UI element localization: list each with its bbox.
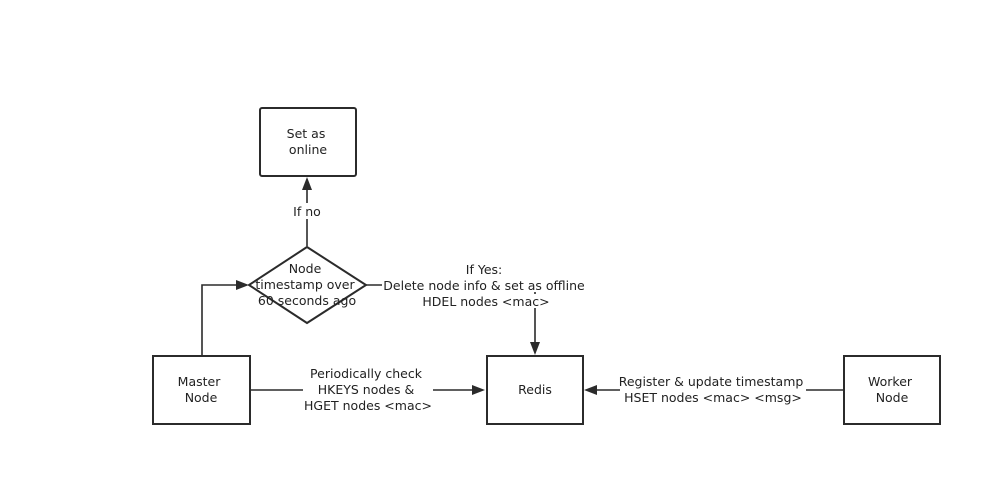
edge-label-register-line-2: HSET nodes <mac> <msg> <box>624 390 802 405</box>
node-decision: Node timestamp over 60 seconds ago <box>247 245 368 325</box>
edge-label-register-text: Register & update timestamp HSET nodes <… <box>619 374 808 405</box>
edge-label-periodic-check-line-2: HKEYS nodes & <box>318 382 415 397</box>
edge-label-register-bg <box>620 374 806 406</box>
node-worker-line-1: Worker <box>868 374 913 389</box>
node-decision-line-2: timestamp over <box>255 277 355 292</box>
edge-master-to-decision-line <box>201 284 236 356</box>
node-set-as-online: Set as online <box>259 107 357 177</box>
edge-label-register-line-1: Register & update timestamp <box>619 374 804 389</box>
node-master-label: Master Node <box>178 374 225 405</box>
edge-label-periodic-check: Periodically check HKEYS nodes & HGET no… <box>303 366 433 414</box>
edge-label-periodic-check-line-3: HGET nodes <mac> <box>304 398 432 413</box>
node-master-line-2: Node <box>185 390 218 405</box>
node-worker: Worker Node <box>843 355 941 425</box>
edge-label-if-no-text: If no <box>293 204 321 219</box>
node-decision-line-3: 60 seconds ago <box>258 293 356 308</box>
edge-label-if-yes-line-2: Delete node info & set as offline <box>383 278 585 293</box>
node-worker-label: Worker Node <box>868 374 916 405</box>
edge-if-yes-arrowhead <box>530 342 540 355</box>
edge-label-if-no-bg <box>288 203 326 219</box>
edge-label-periodic-check-line-1: Periodically check <box>310 366 423 381</box>
node-set-as-online-line-1: Set as <box>287 126 326 141</box>
edge-label-if-yes-text: If Yes: Delete node info & set as offlin… <box>383 262 588 309</box>
node-decision-label: Node timestamp over 60 seconds ago <box>255 261 358 308</box>
node-decision-diamond <box>247 245 368 325</box>
node-worker-box <box>843 355 941 425</box>
node-master-box <box>152 355 251 425</box>
node-master-line-1: Master <box>178 374 222 389</box>
edge-label-periodic-check-text: Periodically check HKEYS nodes & HGET no… <box>304 366 432 413</box>
node-redis-label: Redis <box>518 382 552 397</box>
node-set-as-online-box <box>259 107 357 177</box>
node-redis-line-1: Redis <box>518 382 552 397</box>
node-worker-line-2: Node <box>876 390 909 405</box>
edge-label-if-yes-bg-2 <box>420 294 550 308</box>
node-decision-line-1: Node <box>289 261 322 276</box>
node-redis: Redis <box>486 355 584 425</box>
edge-periodic-check-arrowhead <box>472 385 485 395</box>
edge-label-if-yes: If Yes: Delete node info & set as offlin… <box>382 262 590 309</box>
edge-label-if-yes-bg <box>382 278 590 292</box>
node-redis-box <box>486 355 584 425</box>
edge-label-if-no: If no <box>288 203 326 219</box>
edge-master-to-decision-arrowhead <box>236 280 249 290</box>
edge-label-periodic-check-bg <box>303 366 433 414</box>
node-master: Master Node <box>152 355 251 425</box>
edge-label-register: Register & update timestamp HSET nodes <… <box>619 374 808 406</box>
edge-register-arrowhead <box>584 385 597 395</box>
node-set-as-online-label: Set as online <box>287 126 330 157</box>
edge-label-if-yes-line-3: HDEL nodes <mac> <box>422 294 549 309</box>
node-set-as-online-line-2: online <box>289 142 327 157</box>
edge-master-to-decision <box>201 280 249 356</box>
edge-label-if-yes-line-1: If Yes: <box>466 262 502 277</box>
edge-if-no-arrowhead <box>302 177 312 190</box>
edge-label-if-no-line-1: If no <box>293 204 321 219</box>
